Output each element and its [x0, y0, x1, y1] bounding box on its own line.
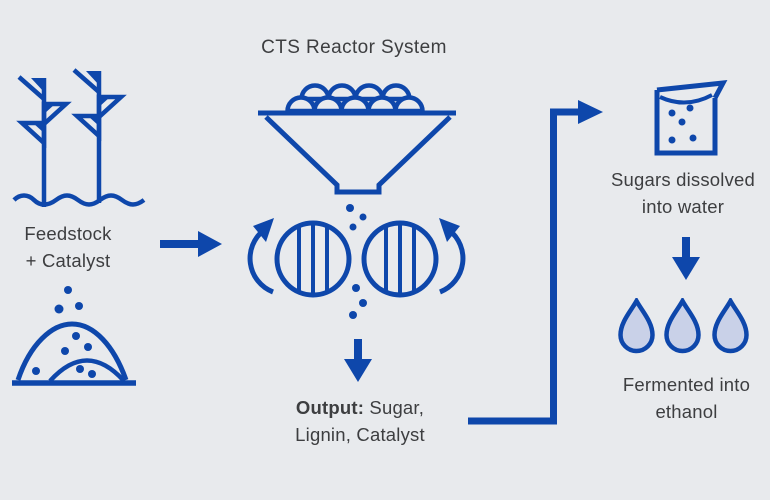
fermented-label: Fermented into ethanol — [599, 371, 770, 425]
sugars-label-line2: into water — [641, 196, 725, 217]
diagram-title: CTS Reactor System — [261, 37, 447, 58]
fermented-label-line2: ethanol — [655, 401, 718, 422]
pile-icon — [12, 286, 136, 386]
output-label-prefix: Output: — [295, 397, 365, 418]
rollers-icon — [247, 204, 466, 319]
sugars-label-line1: Sugars dissolved — [610, 169, 756, 190]
arrow-down-icon — [344, 339, 372, 382]
output-label-line1-rest: Sugar, — [364, 397, 425, 418]
feedstock-label-line2: + Catalyst — [25, 250, 111, 271]
output-label-line1: Output: Sugar, — [260, 394, 460, 421]
output-label-line2: Lignin, Catalyst — [295, 424, 425, 445]
fermented-label-line1: Fermented into — [622, 374, 751, 395]
arrow-right-icon — [160, 231, 222, 257]
output-label: Output: Sugar, Lignin, Catalyst — [260, 394, 460, 448]
feedstock-label: Feedstock + Catalyst — [8, 220, 128, 274]
droplets-icon — [618, 298, 749, 354]
sugars-label: Sugars dissolved into water — [596, 166, 770, 220]
elbow-connector-arrow-icon — [468, 100, 603, 425]
hopper-funnel-icon — [258, 83, 456, 195]
feedstock-label-line1: Feedstock — [24, 223, 112, 244]
plants-icon — [12, 68, 146, 207]
beaker-icon — [654, 80, 728, 156]
arrow-down-icon — [672, 237, 700, 280]
